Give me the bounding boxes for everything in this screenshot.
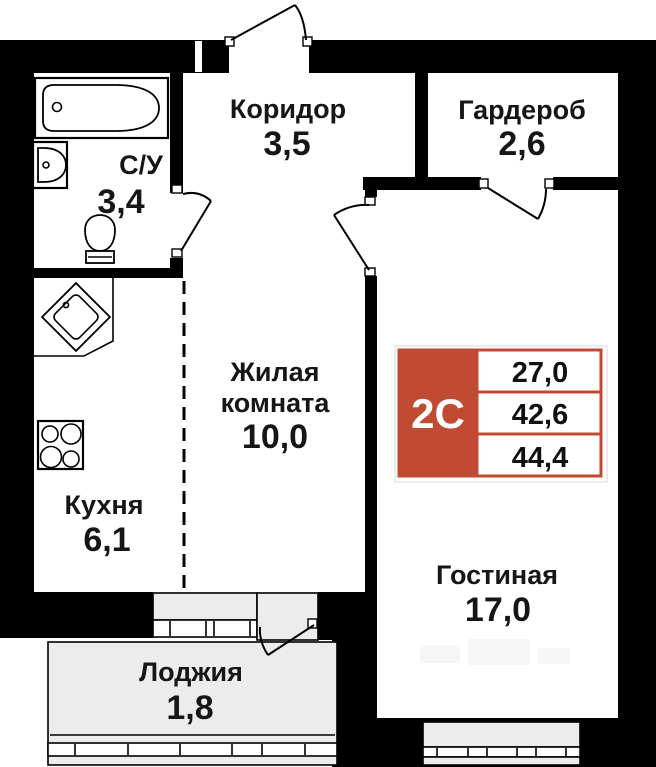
lounge-left-wall-top xyxy=(365,177,377,197)
left-outer-wall xyxy=(0,40,34,592)
lounge-window-outer-sill xyxy=(422,756,581,766)
bathroom-wall-upper xyxy=(170,73,183,193)
counter-edge xyxy=(34,278,114,357)
door-jamb xyxy=(307,618,318,629)
lounge-window-dividers xyxy=(436,748,567,756)
toilet-bowl xyxy=(84,214,116,252)
door-jamb xyxy=(171,248,183,258)
kitchen-window xyxy=(152,592,319,641)
living-room-area: 10,0 xyxy=(242,418,308,456)
door-swing-arc xyxy=(182,191,212,202)
door-swing-arc xyxy=(258,626,269,656)
door-leaf xyxy=(333,214,370,271)
badge-type-box xyxy=(399,350,477,476)
corridor-south-wall-left xyxy=(363,177,481,190)
top-wall-right xyxy=(309,40,656,73)
lounge-window xyxy=(422,721,581,766)
watermark-shape xyxy=(468,639,530,665)
kitchen-window-dividers xyxy=(169,621,251,636)
door-swing-arc xyxy=(537,188,547,220)
kitchen-corner-sink-icon xyxy=(34,278,114,357)
watermark-shape xyxy=(538,648,570,664)
bathtub-icon xyxy=(33,76,170,140)
door-jamb xyxy=(478,178,489,189)
door-leaf xyxy=(230,4,296,41)
lounge-window-sill xyxy=(422,721,581,748)
kitchen-area: 6,1 xyxy=(83,521,130,559)
badge-row-separators xyxy=(477,390,601,436)
balcony-door xyxy=(258,618,318,656)
badge-row-value: 27,0 xyxy=(512,357,568,389)
loggia-glazing xyxy=(47,742,338,757)
right-outer-wall xyxy=(618,40,656,767)
lounge-window-glazing xyxy=(422,746,581,758)
loggia-glazing-dividers xyxy=(74,744,306,755)
basin-faucet xyxy=(42,161,50,169)
stove-icon xyxy=(36,419,85,471)
bathroom-bottom-wall xyxy=(0,268,183,278)
door-jamb xyxy=(364,196,376,206)
apartment-badge: 2С 27,0 42,6 44,4 xyxy=(394,345,608,483)
wardrobe-door xyxy=(478,178,555,220)
bathtub-basin xyxy=(42,84,160,132)
badge-type-text: 2С xyxy=(411,390,465,437)
kitchen-outer-wall xyxy=(0,592,153,638)
door-leaf xyxy=(487,187,539,220)
door-jamb xyxy=(302,36,313,47)
wash-basin-icon xyxy=(31,140,69,190)
bathroom-area: 3,4 xyxy=(97,183,144,221)
loggia-structure xyxy=(47,641,338,766)
basin-bowl xyxy=(37,147,67,183)
burner xyxy=(41,425,59,443)
door-leaf xyxy=(267,624,315,656)
door-swing-arc xyxy=(294,4,307,41)
corridor-south-wall-right xyxy=(553,177,618,190)
door-jamb xyxy=(224,36,235,47)
kitchen-window-sill xyxy=(152,592,258,621)
wardrobe-label: Гардероб xyxy=(458,95,586,125)
living-room-door xyxy=(333,196,376,277)
watermark-shape xyxy=(420,645,460,663)
loggia-label: Лоджия xyxy=(139,657,243,687)
walls xyxy=(0,40,656,767)
kitchen-label: Кухня xyxy=(65,490,144,520)
loggia-area: 1,8 xyxy=(166,689,213,727)
balcony-door-bay xyxy=(256,592,319,641)
badge-row-value: 42,6 xyxy=(512,399,568,431)
burner xyxy=(62,450,80,468)
burner xyxy=(39,445,63,469)
loggia-lounge-strip xyxy=(332,640,377,767)
balcony-corner-block xyxy=(318,592,377,640)
watermark xyxy=(420,639,570,665)
corridor-wardrobe-divider xyxy=(415,70,428,178)
bathroom-door xyxy=(171,184,212,258)
burner xyxy=(60,423,82,445)
door-jamb xyxy=(544,178,555,189)
top-wall-left xyxy=(0,40,229,73)
living-room-label-1: Жилая xyxy=(230,357,320,387)
door-leaf xyxy=(180,200,212,252)
door-swing-arc xyxy=(333,203,370,216)
wardrobe-area: 2,6 xyxy=(498,125,545,163)
corridor-label: Коридор xyxy=(230,94,346,124)
lounge-label: Гостиная xyxy=(436,560,558,590)
kitchen-window-glazing xyxy=(152,619,258,638)
door-jamb xyxy=(171,184,183,194)
room-labels: Коридор 3,5 Гардероб 2,6 С/У 3,4 Жилая к… xyxy=(65,94,586,727)
toilet-icon xyxy=(84,214,116,264)
wall-joint-gap xyxy=(195,41,202,72)
living-room-label-2: комната xyxy=(221,388,331,418)
sink-outer xyxy=(40,281,112,353)
corridor-area: 3,5 xyxy=(263,125,310,163)
entrance-door xyxy=(224,4,313,47)
lounge-area: 17,0 xyxy=(465,591,531,629)
door-jamb xyxy=(364,267,376,277)
bathtub-drain xyxy=(51,101,63,113)
bathroom-label: С/У xyxy=(119,150,164,180)
sink-faucet xyxy=(62,301,70,309)
badge-outer-border xyxy=(397,348,603,478)
badge-row-value: 44,4 xyxy=(512,442,568,474)
